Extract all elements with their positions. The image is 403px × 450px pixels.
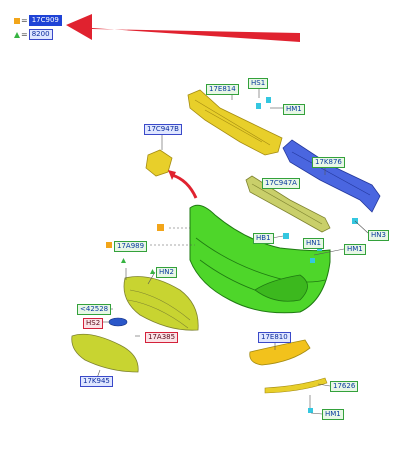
part-label[interactable]: HM1 (344, 244, 366, 255)
side-bracket (145, 149, 173, 177)
impact-bar (282, 139, 381, 213)
part-label[interactable]: 17E814 (206, 84, 239, 95)
upper-absorber (187, 89, 283, 156)
part-label[interactable]: HM1 (283, 104, 305, 115)
part-label[interactable]: <42528 (77, 304, 112, 315)
emblem (108, 317, 128, 327)
part-label[interactable]: HS1 (248, 78, 269, 89)
legend-code-2[interactable]: 8200 (28, 29, 53, 40)
green-triangle-icon (14, 31, 20, 38)
part-label[interactable]: 17C947B (144, 124, 182, 135)
part-label[interactable]: 17K876 (312, 157, 345, 168)
part-label[interactable]: 17E810 (258, 332, 291, 343)
red-arrow-icon (66, 14, 300, 42)
part-label[interactable]: 17A385 (145, 332, 179, 343)
lower-grille (71, 333, 139, 373)
part-label[interactable]: 17C947A (262, 178, 300, 189)
fog-lamp-bezel (249, 339, 311, 366)
green-triangle-icon (121, 258, 126, 263)
legend-code-1[interactable]: 17C909 (28, 15, 62, 26)
part-label[interactable]: 17626 (330, 381, 359, 392)
part-label[interactable]: HN3 (368, 230, 389, 241)
bumper-cover (189, 204, 331, 314)
part-label[interactable]: HN2 (156, 267, 177, 278)
part-label[interactable]: HM1 (322, 409, 344, 420)
orange-square-icon (157, 224, 164, 231)
part-label[interactable]: 17K945 (80, 376, 113, 387)
part-label[interactable]: HN1 (303, 238, 324, 249)
part-label[interactable]: 17A989 (114, 241, 148, 252)
orange-square-icon (106, 242, 112, 248)
green-triangle-icon (150, 269, 155, 274)
grille (123, 276, 199, 331)
part-label[interactable]: HB1 (253, 233, 274, 244)
orange-square-icon (14, 17, 20, 24)
part-label[interactable]: HS2 (83, 318, 104, 329)
legend-row-2: = 8200 (14, 29, 53, 40)
red-curved-arrow-icon (168, 170, 198, 199)
legend-row-1: = 17C909 (14, 15, 62, 26)
moulding-strip (264, 377, 328, 394)
